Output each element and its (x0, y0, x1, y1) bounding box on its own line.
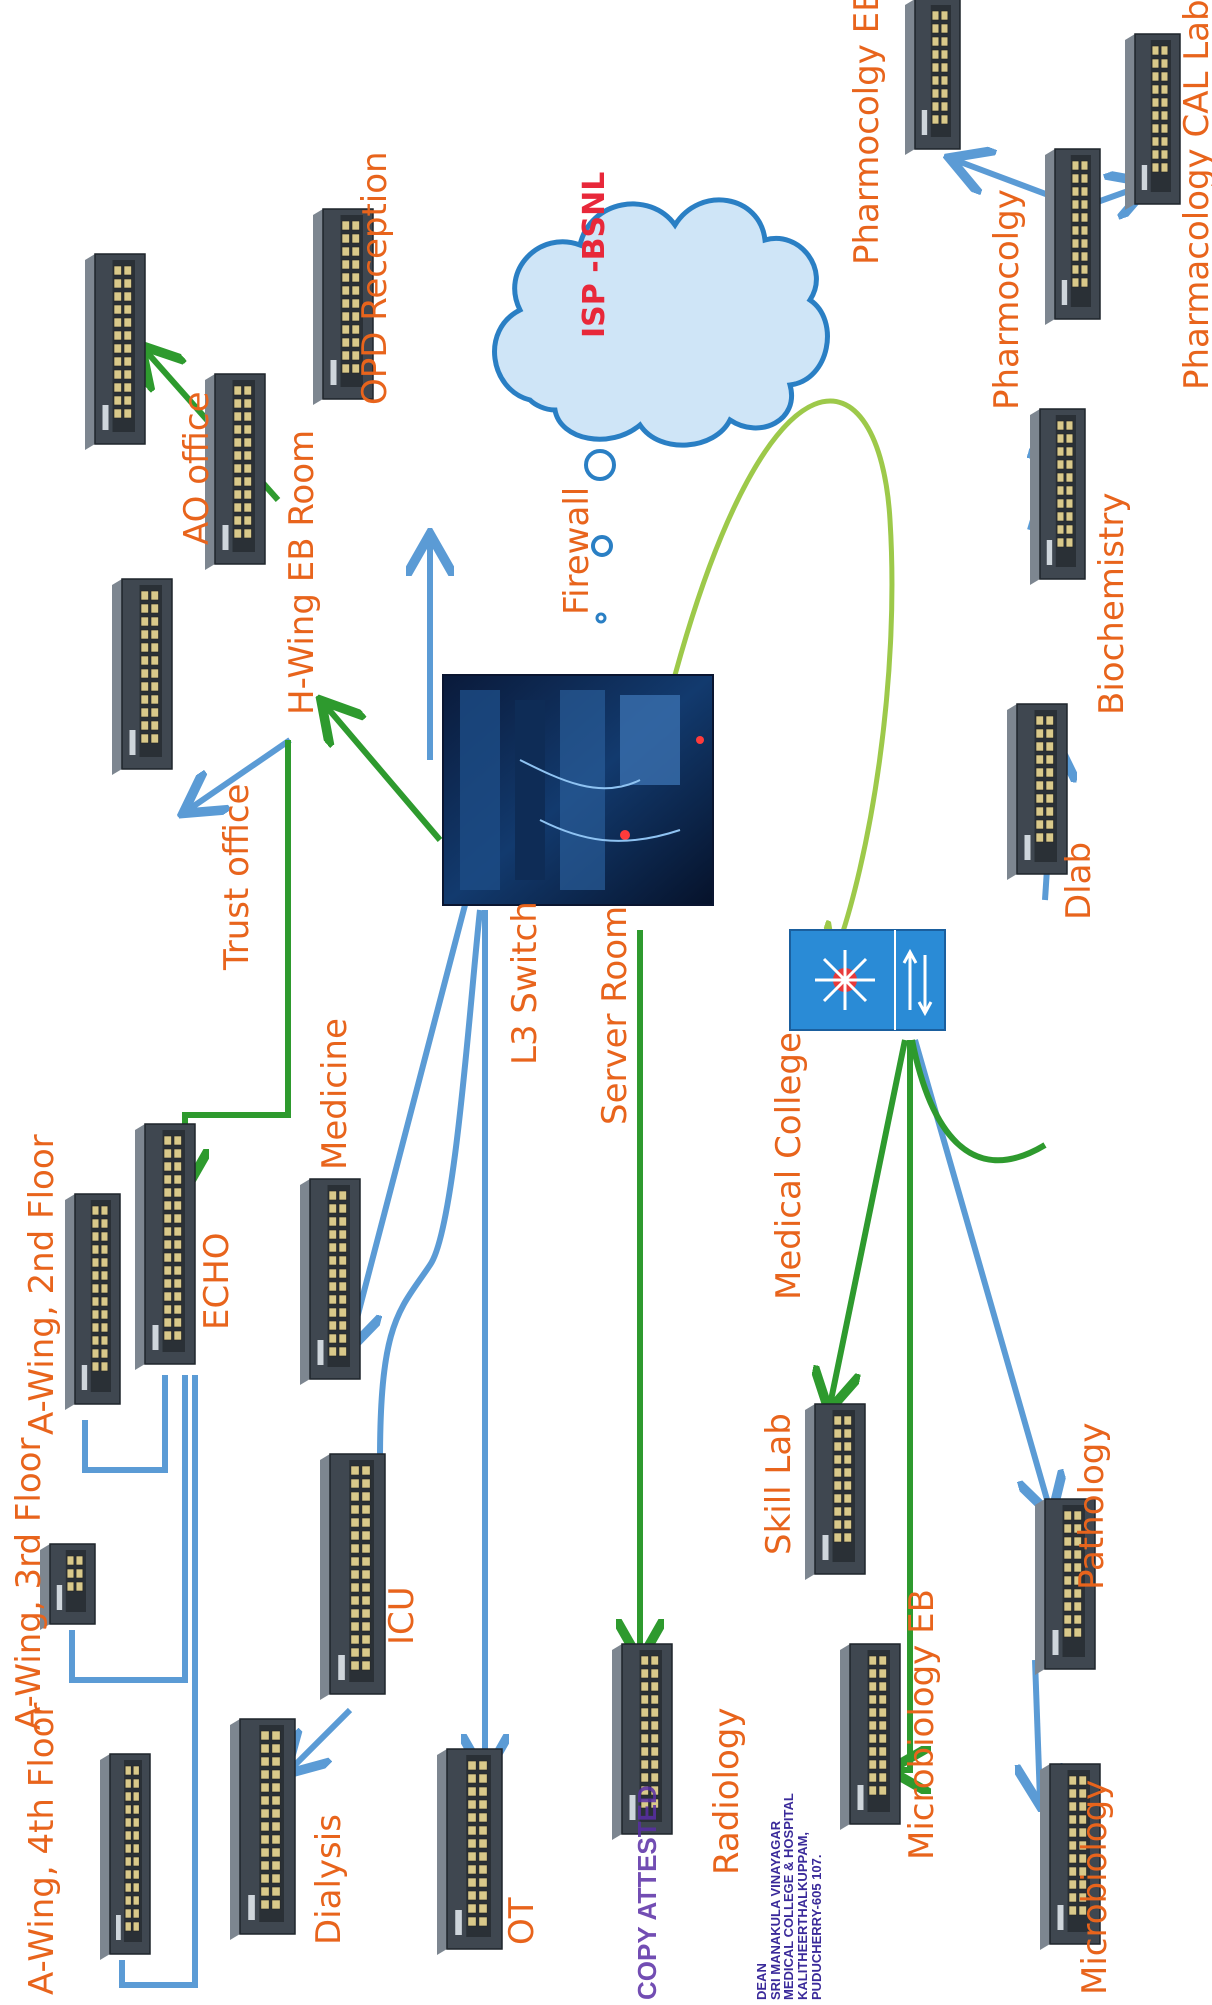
link-l3-icu (377, 909, 483, 1461)
dean-stamp-line: MEDICAL COLLEGE & HOSPITAL (781, 1793, 797, 2000)
switch-dialysis-icon (230, 1718, 296, 1940)
label-dlab: Dlab (1059, 841, 1099, 920)
label-l3-switch: L3 Switch (505, 901, 545, 1065)
label-medicine: Medicine (315, 1018, 355, 1170)
switch-a-wing-3rd-floor-icon (40, 1543, 96, 1630)
label-server-room: Server Room (595, 905, 635, 1125)
link-l3-medicine (350, 904, 468, 1345)
switch-ao-office-icon (85, 253, 146, 450)
label-pathology: Pathology (1072, 1422, 1112, 1590)
switch-group (40, 0, 1181, 1960)
label-ao-office: AO office (177, 391, 217, 545)
dean-stamp-line: KALITHEERTHALKUPPAM, (794, 1831, 810, 2000)
label-pharmacology: Pharmocolgy (987, 189, 1027, 410)
switch-a-wing-2nd-floor-icon (65, 1193, 121, 1410)
label-microbiology: Microbiology (1075, 1779, 1115, 1995)
switch-trust-office-icon (112, 578, 173, 775)
label-pharmacology-eb: Pharmocolgy EB (847, 0, 887, 265)
switch-a-wing-4th-floor-icon (100, 1753, 151, 1960)
switch-biochemistry-icon (1030, 408, 1086, 585)
switch-microbiology-eb-icon (840, 1643, 901, 1830)
link-awing-4th (119, 1375, 198, 1988)
label-pharmacology-cal-lab: Pharmacology CAL Lab (1177, 0, 1212, 390)
link-awing-2nd (82, 1375, 168, 1473)
link-icu-dialysis (290, 1707, 353, 1770)
switch-radiology-icon (612, 1643, 673, 1840)
copy-attested-stamp: COPY ATTESTED (632, 1785, 662, 2000)
label-microbiology-eb: Microbiology EB (902, 1589, 942, 1860)
label-a-wing-2nd-floor: A-Wing, 2nd Floor (22, 1134, 62, 1435)
label-skill-lab: Skill Lab (759, 1413, 799, 1555)
label-trust-office: Trust office (217, 783, 257, 970)
switch-medicine-icon (300, 1178, 361, 1385)
link-awing-3rd (69, 1375, 188, 1683)
label-radiology: Radiology (707, 1707, 747, 1876)
isp-cloud-icon (492, 197, 830, 448)
dean-stamp: DEAN SRI MANAKULA VINAYAGAR MEDICAL COLL… (754, 1793, 824, 2000)
link-l3-hwing (325, 705, 443, 842)
label-icu: ICU (382, 1586, 422, 1645)
label-echo: ECHO (197, 1232, 237, 1330)
switch-opd-reception-icon (313, 208, 374, 405)
switch-pathology-icon (1035, 1498, 1096, 1675)
label-biochemistry: Biochemistry (1092, 492, 1132, 715)
switch-pharmacology-cal-lab-icon (1125, 33, 1181, 210)
medical-college-switch-icon (789, 929, 946, 1031)
link-pathology-micro (1035, 1659, 1040, 1800)
label-opd-reception: OPD Reception (355, 151, 395, 405)
label-isp-bsnl: ISP -BSNL (577, 171, 612, 338)
switch-pharmacology-eb-icon (905, 0, 961, 155)
label-ot: OT (502, 1897, 542, 1945)
dean-stamp-line: PUDUCHERRY-605 107. (808, 1854, 824, 2000)
link-hwing-trust (188, 737, 292, 810)
dean-stamp-line: DEAN (754, 1963, 769, 2000)
label-medical-college: Medical College (769, 1032, 809, 1300)
link-firewall-mc (672, 398, 895, 955)
switch-ot-icon (437, 1748, 503, 1955)
label-a-wing-3rd-floor: A-Wing, 3rd Floor (9, 1437, 49, 1730)
switch-skill-lab-icon (805, 1403, 866, 1580)
link-mc-dlab (909, 1039, 1047, 1164)
firewall-bubbles-icon (584, 449, 616, 624)
switch-echo-icon (135, 1123, 196, 1370)
link-mc-skilllab (830, 1039, 908, 1405)
switch-pharmacology-icon (1045, 148, 1101, 325)
switch-h-wing-eb-room-icon (205, 373, 266, 570)
switch-microbiology-icon (1040, 1763, 1101, 1950)
switch-icu-icon (320, 1453, 386, 1700)
switch-dlab-icon (1007, 703, 1068, 880)
l3-switch-rack-icon (442, 674, 714, 906)
label-a-wing-4th-floor: A-Wing, 4th Floor (22, 1702, 62, 1995)
label-h-wing-eb-room: H-Wing EB Room (282, 429, 322, 715)
label-dialysis: Dialysis (309, 1814, 349, 1945)
label-firewall: Firewall (557, 486, 597, 615)
dean-stamp-line: SRI MANAKULA VINAYAGAR (767, 1820, 783, 2000)
